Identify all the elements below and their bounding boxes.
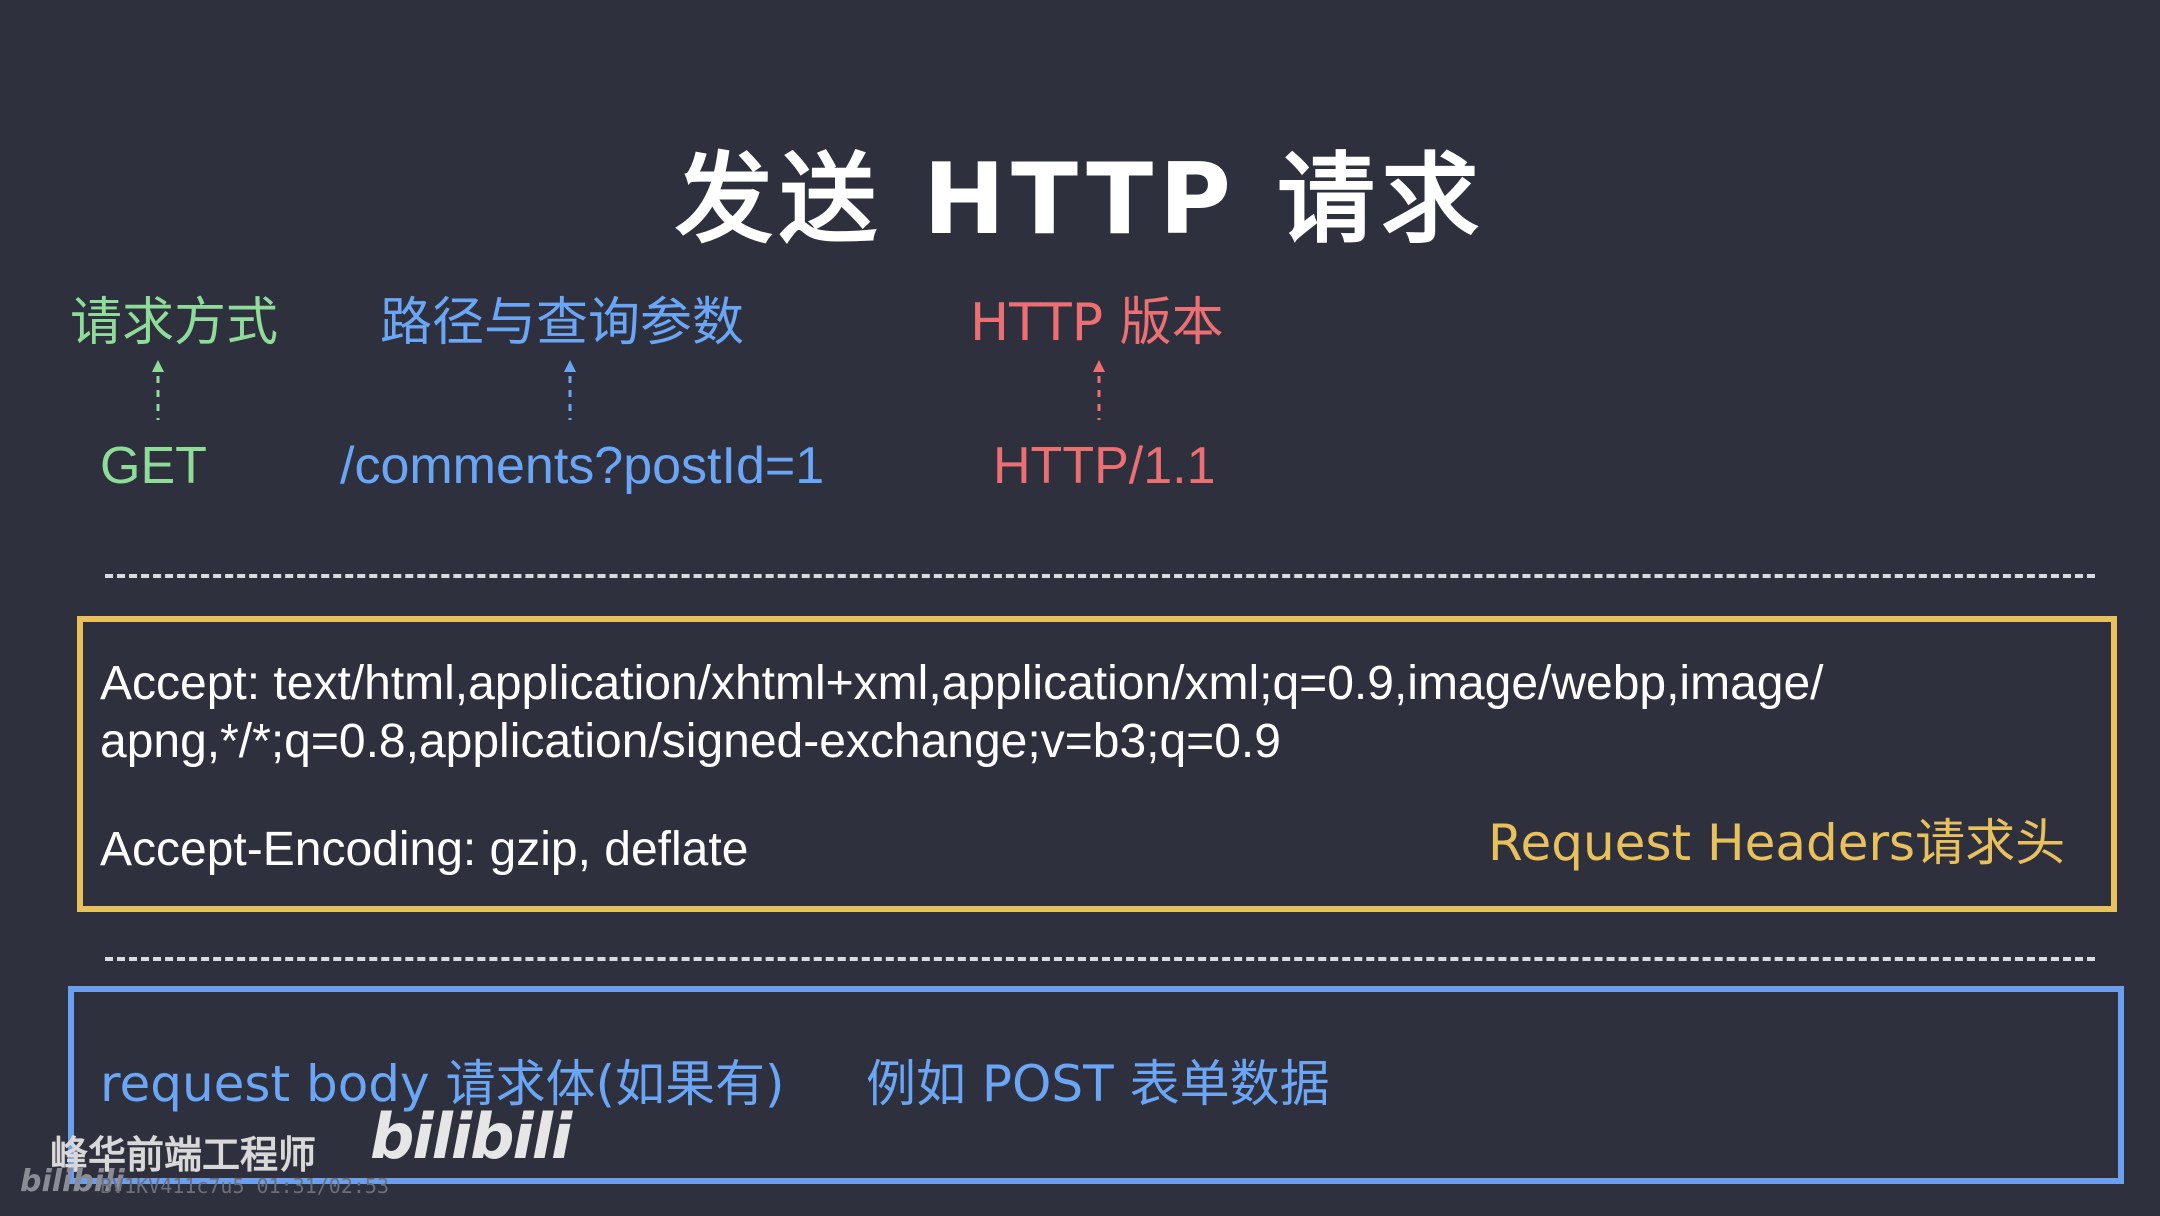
accept-header-line-2: apng,*/*;q=0.8,application/signed-exchan…	[100, 715, 1281, 768]
accept-header-line-1: Accept: text/html,application/xhtml+xml,…	[100, 657, 1824, 710]
request-headers-label: Request Headers请求头	[1488, 814, 2066, 872]
method-label: 请求方式	[70, 293, 279, 353]
accept-encoding-header: Accept-Encoding: gzip, deflate	[100, 823, 749, 876]
bilibili-small-logo: bilibili	[20, 1164, 125, 1199]
path-arrow-icon	[564, 360, 576, 420]
page-title: 发送 HTTP 请求	[674, 143, 1486, 257]
path-label: 路径与查询参数	[380, 293, 745, 353]
method-arrow-icon	[152, 360, 164, 420]
bilibili-logo: bilibili	[370, 1100, 572, 1173]
version-value: HTTP/1.1	[993, 437, 1216, 495]
request-body-box	[68, 986, 2124, 1184]
path-value: /comments?postId=1	[340, 437, 825, 495]
request-headers-box	[77, 616, 2117, 912]
divider-bottom	[105, 957, 2095, 961]
method-value: GET	[100, 437, 207, 495]
version-label: HTTP 版本	[970, 293, 1224, 353]
divider-top	[105, 574, 2095, 578]
request-body-label: request body 请求体(如果有)	[100, 1055, 785, 1113]
version-arrow-icon	[1093, 360, 1105, 420]
watermark-video-id: BV1KV411c7u5 01:31/02:53	[100, 1174, 389, 1198]
request-body-example: 例如 POST 表单数据	[866, 1055, 1330, 1113]
watermark-author: 峰华前端工程师	[50, 1133, 317, 1177]
